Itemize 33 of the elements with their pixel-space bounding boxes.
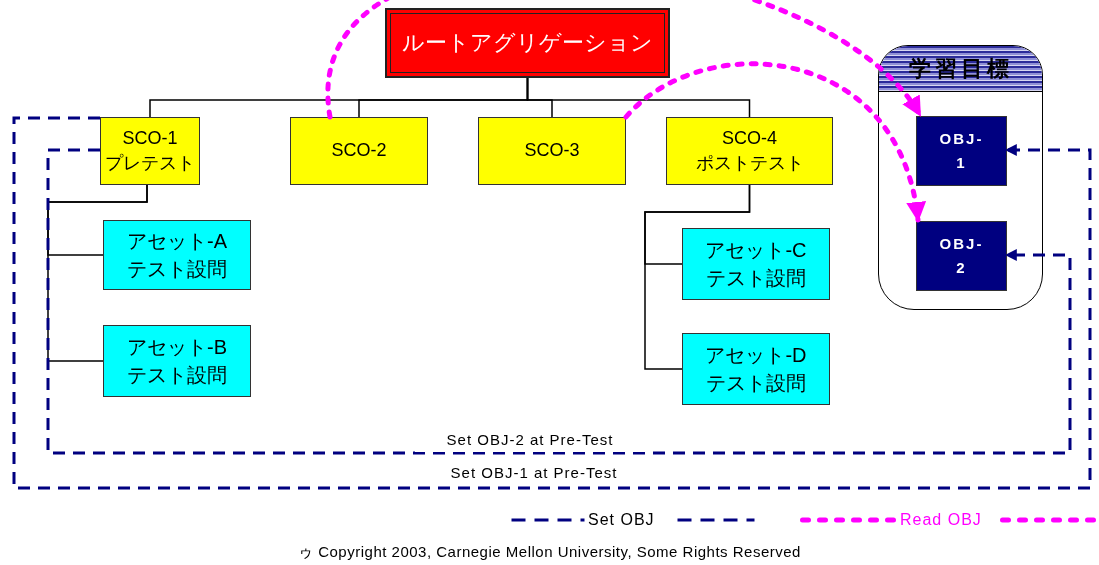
legend-text: Read OBJ	[900, 511, 982, 529]
node-text: OBJ-1	[938, 129, 985, 173]
node-text: アセット-A テスト設問	[126, 229, 228, 282]
arrow	[327, 0, 923, 120]
node-text: SCO-3	[524, 139, 580, 163]
group-heading: 学習目標	[908, 54, 1013, 83]
node-text: アセット-C テスト設問	[704, 238, 808, 291]
node-text: SCO-4 ポストテスト	[694, 126, 805, 175]
connector-line	[526, 77, 751, 118]
node-text: ルートアグリゲーション	[402, 29, 653, 57]
asset-box	[103, 220, 251, 290]
node-text: SCO-1 プレテスト	[105, 126, 195, 175]
asset-box	[682, 333, 830, 405]
arrow	[623, 61, 925, 223]
objectives-panel	[878, 45, 1043, 310]
root-box	[385, 8, 670, 78]
node-text: SCO-2	[331, 139, 387, 163]
node-text: OBJ-2	[938, 234, 985, 278]
node-text: アセット-D テスト設問	[704, 343, 808, 396]
objective-box	[916, 221, 1007, 291]
sco-box	[666, 117, 833, 185]
sco-box	[290, 117, 428, 185]
connector-line	[644, 184, 751, 370]
legend-text: Set OBJ	[588, 511, 655, 529]
objective-box	[916, 116, 1007, 186]
asset-box	[103, 325, 251, 397]
arrow	[46, 148, 1072, 455]
sco-box	[478, 117, 626, 185]
arrow	[12, 116, 1092, 490]
copyright-notice: ゥ Copyright 2003, Carnegie Mellon University, Some Rights Reserved	[298, 543, 801, 560]
asset-box	[682, 228, 830, 300]
node-text: アセット-B テスト設問	[126, 335, 228, 388]
sco-box	[100, 117, 200, 185]
